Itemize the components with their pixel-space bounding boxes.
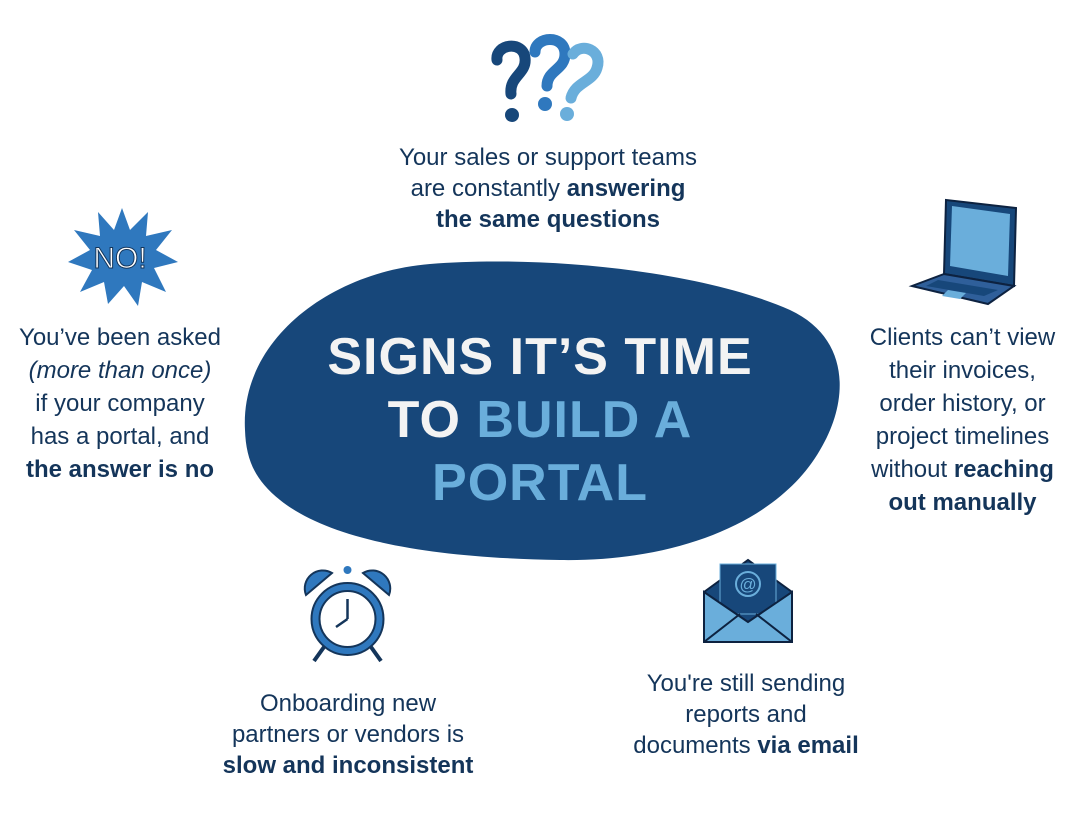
sign-portal-no: You’ve been asked (more than once) if yo… bbox=[0, 321, 240, 486]
sign-text-bold: out manually bbox=[888, 489, 1037, 516]
title-line-3: PORTAL bbox=[432, 454, 648, 512]
sign-text: You're still sending bbox=[646, 670, 846, 697]
sign-text: Onboarding new bbox=[259, 690, 437, 717]
email-envelope-icon: @ bbox=[703, 558, 793, 643]
title-build-a: BUILD A bbox=[476, 391, 693, 449]
sign-text: order history, or bbox=[879, 390, 1046, 417]
sign-text-bold: slow and inconsistent bbox=[222, 752, 474, 779]
alarm-clock-icon bbox=[303, 566, 392, 663]
sign-text-regular: documents bbox=[633, 732, 758, 759]
sign-text-bold: the answer is no bbox=[25, 456, 215, 483]
sign-text: You’ve been asked bbox=[19, 324, 221, 351]
title-to: TO bbox=[387, 391, 461, 449]
sign-text-regular: are constantly bbox=[410, 175, 567, 202]
question-marks-icon bbox=[491, 34, 604, 122]
main-title: SIGNS IT’S TIME TO BUILD A PORTAL bbox=[250, 326, 830, 515]
sign-text-bold: the same questions bbox=[435, 206, 661, 233]
sign-text-italic: (more than once) bbox=[28, 357, 212, 384]
sign-text: are constantly answering bbox=[348, 173, 748, 204]
sign-onboarding: Onboarding new partners or vendors is sl… bbox=[198, 688, 498, 781]
no-burst-icon: NO! bbox=[68, 208, 178, 306]
svg-text:NO!: NO! bbox=[93, 242, 146, 275]
sign-clients: Clients can’t view their invoices, order… bbox=[845, 321, 1080, 519]
svg-text:@: @ bbox=[739, 575, 756, 594]
sign-text-bold: via email bbox=[757, 732, 859, 759]
sign-same-questions: Your sales or support teams are constant… bbox=[348, 142, 748, 235]
sign-text: project timelines bbox=[875, 423, 1050, 450]
sign-text: has a portal, and bbox=[30, 423, 210, 450]
sign-text-bold: answering bbox=[566, 175, 686, 202]
title-line-2: TO BUILD A bbox=[250, 389, 830, 452]
sign-text: Clients can’t view bbox=[869, 324, 1056, 351]
sign-text: Your sales or support teams bbox=[399, 144, 697, 171]
sign-text: reports and bbox=[685, 701, 807, 728]
sign-text-bold: reaching bbox=[953, 456, 1054, 483]
sign-text: if your company bbox=[35, 390, 205, 417]
title-line-1: SIGNS IT’S TIME bbox=[327, 328, 753, 386]
sign-email: You're still sending reports and documen… bbox=[596, 668, 896, 761]
laptop-icon bbox=[908, 198, 1018, 306]
sign-text-regular: without bbox=[871, 456, 954, 483]
sign-text: their invoices, bbox=[889, 357, 1036, 384]
sign-text: partners or vendors is bbox=[231, 721, 465, 748]
